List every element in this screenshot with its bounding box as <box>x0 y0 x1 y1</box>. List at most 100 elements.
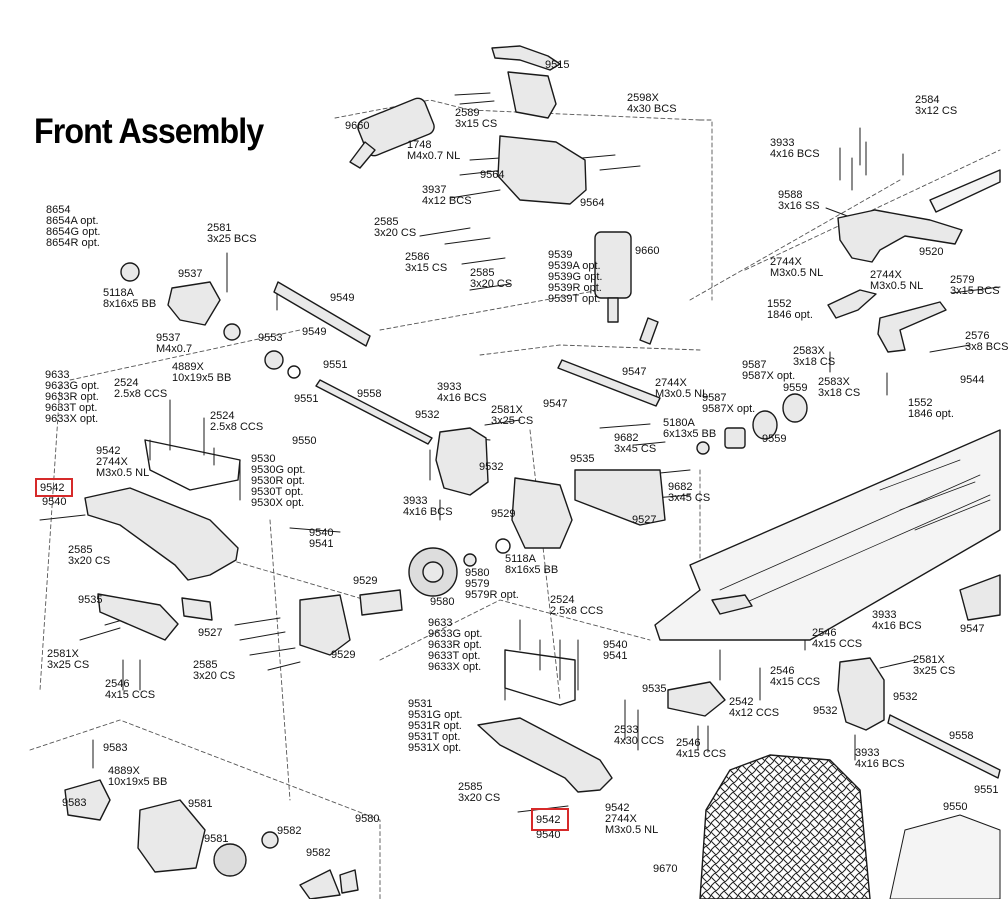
callout-line: 2598X <box>627 92 659 104</box>
callout-c9515: 9515 <box>545 60 569 71</box>
callout-line: M3x0.5 NL <box>655 388 709 400</box>
callout-line: 9633G opt. <box>428 628 483 640</box>
callout-c9542box1: 9542 <box>40 483 64 494</box>
callout-line: 9537 <box>156 332 181 344</box>
callout-line: 9550 <box>292 435 317 447</box>
callout-line: 9541 <box>309 538 334 550</box>
callout-line: 9541 <box>603 650 628 662</box>
callout-line: 5118A <box>505 553 536 565</box>
callout-line: 9564 <box>580 197 605 209</box>
callout-line: 2.5x8 CCS <box>210 421 264 433</box>
assembly-guide-lines <box>29 99 1001 899</box>
callout-line: 2524 <box>114 377 139 389</box>
callout-line: 3x45 CS <box>614 443 657 455</box>
callout-c9553: 9553 <box>258 333 282 344</box>
callout-c9670: 9670 <box>653 864 677 875</box>
callout-c9564b: 9564 <box>580 198 604 209</box>
callout-line: 9532 <box>893 691 918 703</box>
callout-line: 10x19x5 BB <box>108 776 168 788</box>
callout-line: 9515 <box>545 59 570 71</box>
callout-line: 8654G opt. <box>46 226 101 238</box>
callout-line: 2585 <box>458 781 483 793</box>
callout-line: 2546 <box>812 627 837 639</box>
callout-line: 9633 <box>428 617 453 629</box>
callout-line: 3x25 CS <box>491 415 534 427</box>
callout-c9542box2: 9542 <box>536 815 560 826</box>
callout-line: 9539T opt. <box>548 293 601 305</box>
callout-c9559b: 9559 <box>762 434 786 445</box>
part-9660-shock-b <box>594 231 659 345</box>
callout-line: 9587X opt. <box>742 370 796 382</box>
callout-line: 4x15 CCS <box>105 689 156 701</box>
callout-c9540a: 9540 <box>42 497 66 508</box>
callout-c9535c: 9535 <box>642 684 666 695</box>
highlight-box-9542-bottom <box>531 808 569 831</box>
callout-line: M3x0.5 NL <box>770 267 824 279</box>
callout-c9535a: 9535 <box>570 454 594 465</box>
callout-line: 9583 <box>103 742 128 754</box>
callout-line: 4x30 CCS <box>614 735 665 747</box>
callout-c9532d: 9532 <box>813 706 837 717</box>
callout-line: 9540 <box>603 639 628 651</box>
callout-line: 2744X <box>605 813 637 825</box>
callout-line: 3933 <box>872 609 897 621</box>
callout-line: 4x16 BCS <box>855 758 905 770</box>
callout-line: 9537 <box>178 268 203 280</box>
callout-line: 2585 <box>470 267 495 279</box>
callout-c9551a: 9551 <box>323 360 347 371</box>
callout-line: 9582 <box>277 825 302 837</box>
callout-line: 2585 <box>374 216 399 228</box>
callout-c9532a: 9532 <box>415 410 439 421</box>
part-9549 <box>273 281 371 347</box>
callout-line: 2546 <box>676 737 701 749</box>
callout-line: 1552 <box>767 298 792 310</box>
callout-c9550a: 9550 <box>292 436 316 447</box>
callout-line: 9520 <box>919 246 944 258</box>
callout-line: 9532 <box>479 461 504 473</box>
callout-c9532c: 9532 <box>893 692 917 703</box>
callout-line: 9587 <box>742 359 767 371</box>
callout-line: 3x20 CS <box>193 670 236 682</box>
callout-line: 9633 <box>45 369 70 381</box>
callout-line: 3933 <box>403 495 428 507</box>
callout-line: 9551 <box>974 784 999 796</box>
callout-line: 9559 <box>783 382 808 394</box>
callout-line: 4x16 BCS <box>770 148 820 160</box>
callout-line: 9633X opt. <box>428 661 482 673</box>
callout-line: 9581 <box>204 833 229 845</box>
callout-line: 4x15 CCS <box>770 676 821 688</box>
callout-line: 6x13x5 BB <box>663 428 717 440</box>
highlight-box-9542-left <box>35 478 73 497</box>
part-9581 <box>137 799 206 873</box>
callout-line: 2581X <box>47 648 79 660</box>
callout-line: 9547 <box>543 398 568 410</box>
part-9670-tire <box>699 754 871 899</box>
callout-line: 2524 <box>210 410 235 422</box>
callout-c9529a: 9529 <box>491 509 515 520</box>
callout-line: 2533 <box>614 724 639 736</box>
